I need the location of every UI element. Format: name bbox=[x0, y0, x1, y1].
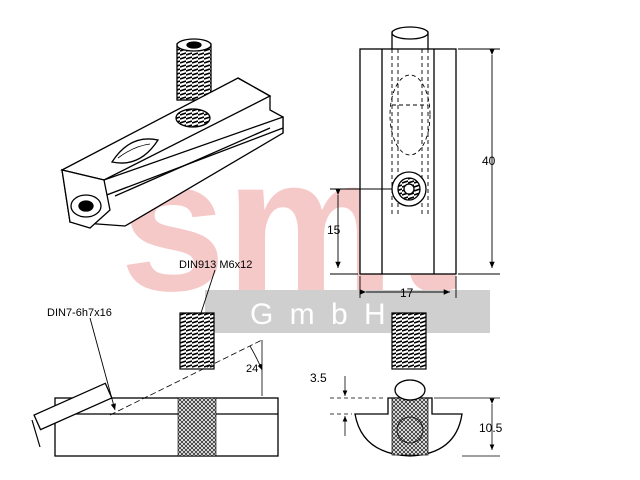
side-view-angle bbox=[109, 339, 263, 416]
end-view bbox=[354, 379, 463, 457]
front-body bbox=[359, 48, 457, 275]
front-view-dimensions bbox=[330, 48, 500, 298]
side-view bbox=[31, 382, 279, 457]
dim-slot-depth: 3.5 bbox=[310, 371, 327, 385]
angle-label: 24° bbox=[246, 363, 263, 375]
screw-leader bbox=[200, 269, 216, 314]
iso-set-screw bbox=[176, 38, 212, 101]
watermark-sub: G m b H bbox=[250, 298, 390, 331]
isometric-view bbox=[60, 38, 284, 229]
end-screw bbox=[391, 397, 429, 456]
side-knurl bbox=[177, 397, 217, 457]
dim-hole-height: 15 bbox=[327, 223, 341, 237]
dim-width: 17 bbox=[400, 286, 414, 300]
set-screw-right bbox=[391, 312, 427, 370]
screw-din-label: DIN913 M6x12 bbox=[179, 259, 252, 271]
iso-tapped-hole bbox=[175, 108, 211, 128]
side-pin bbox=[33, 382, 113, 431]
side-body bbox=[54, 397, 279, 457]
watermark-band bbox=[205, 290, 490, 333]
pin-leader bbox=[89, 317, 116, 411]
dim-total-height: 10.5 bbox=[479, 421, 503, 435]
front-view bbox=[359, 26, 457, 275]
dim-height: 40 bbox=[482, 154, 496, 168]
set-screw-left bbox=[179, 312, 215, 370]
pin-din-label: DIN7-6h7x16 bbox=[47, 307, 112, 319]
end-view-dimensions bbox=[330, 376, 500, 457]
